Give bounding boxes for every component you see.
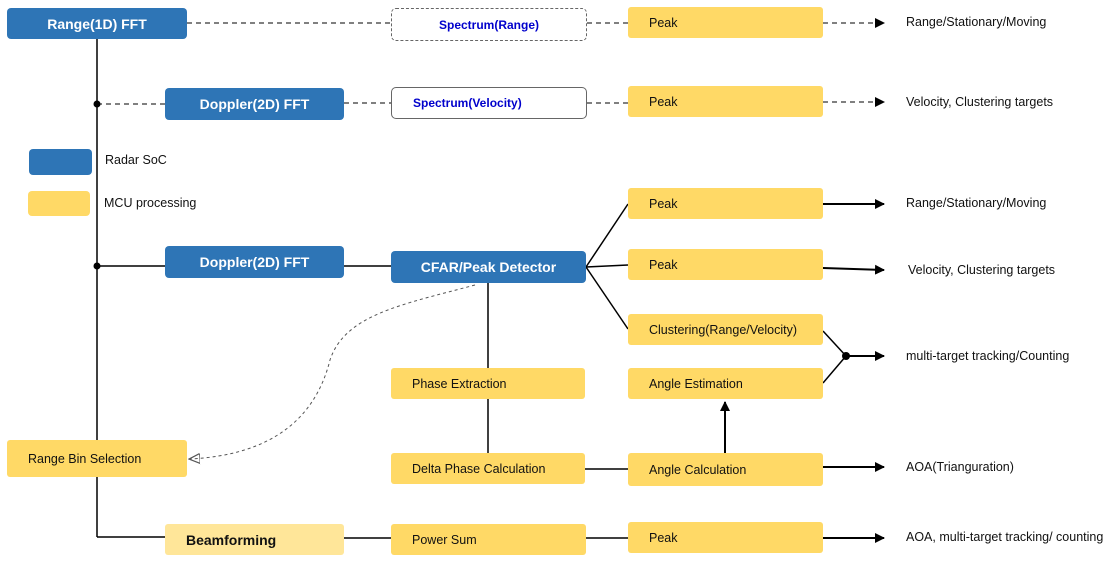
line-cfar-to-peak-1 xyxy=(585,203,629,268)
legend-mcu-label: MCU processing xyxy=(104,196,197,210)
peak-cfar-2-box: Peak xyxy=(628,249,823,280)
line-cfar-to-clustering xyxy=(585,266,629,330)
doppler-fft-top-box: Doppler(2D) FFT xyxy=(165,88,344,120)
power-sum-box: Power Sum xyxy=(391,524,586,555)
angle-estimation-box: Angle Estimation xyxy=(628,368,823,399)
output-aoa-triangulation: AOA(Trianguration) xyxy=(906,460,1014,474)
output-range-stationary-moving-mid: Range/Stationary/Moving xyxy=(906,196,1047,210)
peak-cfar-1-box: Peak xyxy=(628,188,823,219)
output-range-stationary-moving-top: Range/Stationary/Moving xyxy=(906,15,1047,29)
output-multi-target-tracking: multi-target tracking/Counting xyxy=(906,349,1070,363)
doppler-fft-mid-box: Doppler(2D) FFT xyxy=(165,246,344,278)
range-bin-selection-box: Range Bin Selection xyxy=(7,440,187,477)
legend-radar-soc-label: Radar SoC xyxy=(105,153,167,167)
line-angle-to-merge xyxy=(822,355,847,384)
spectrum-velocity-box: Spectrum(Velocity) xyxy=(391,87,587,119)
curve-cfar-to-range-bin xyxy=(190,284,476,459)
peak-power-box: Peak xyxy=(628,522,823,553)
legend-mcu-swatch xyxy=(28,191,90,216)
line-cfar-to-peak-2 xyxy=(585,264,629,268)
peak-range-box: Peak xyxy=(628,7,823,38)
output-velocity-clustering-mid: Velocity, Clustering targets xyxy=(908,263,1056,277)
angle-calculation-box: Angle Calculation xyxy=(628,453,823,486)
clustering-box: Clustering(Range/Velocity) xyxy=(628,314,823,345)
arrow-peak-2-output xyxy=(822,264,885,275)
cfar-peak-detector-box: CFAR/Peak Detector xyxy=(391,251,586,283)
beamforming-box: Beamforming xyxy=(165,524,344,555)
spectrum-range-box: Spectrum(Range) xyxy=(391,8,587,41)
range-1d-fft-box: Range(1D) FFT xyxy=(7,8,187,39)
line-clustering-to-merge xyxy=(822,330,847,357)
peak-velocity-box: Peak xyxy=(628,86,823,117)
output-velocity-clustering-top: Velocity, Clustering targets xyxy=(906,95,1054,109)
delta-phase-calculation-box: Delta Phase Calculation xyxy=(391,453,585,484)
phase-extraction-box: Phase Extraction xyxy=(391,368,585,399)
legend-radar-soc-swatch xyxy=(29,149,92,175)
output-aoa-multi-target: AOA, multi-target tracking/ counting xyxy=(906,530,1104,544)
